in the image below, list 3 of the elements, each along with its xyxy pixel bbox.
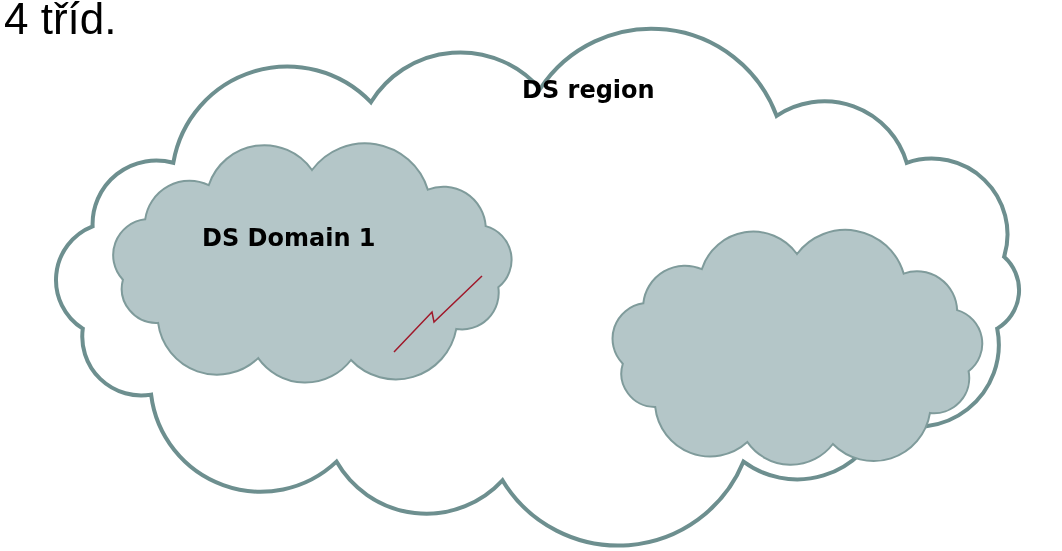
cloud-title: DS region xyxy=(522,76,655,104)
cloud-title: DS Domain 1 xyxy=(202,224,376,252)
heading-text: 4 tříd. xyxy=(4,0,117,44)
